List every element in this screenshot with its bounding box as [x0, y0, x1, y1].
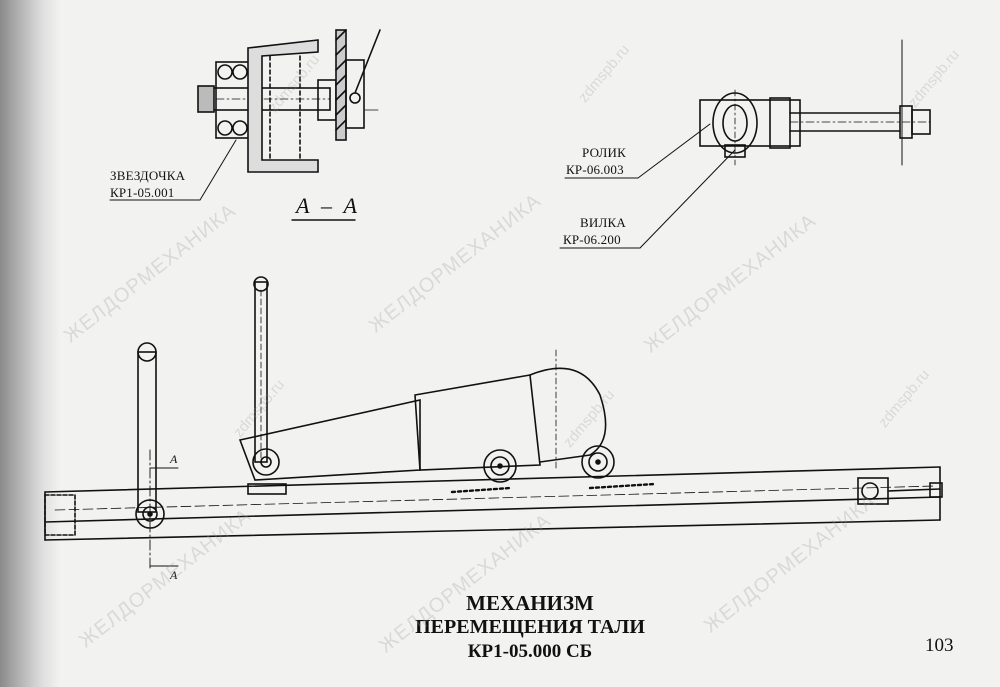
main-mechanism — [44, 276, 943, 571]
section-a-a-detail — [197, 29, 381, 173]
roller-fork-detail — [699, 39, 931, 166]
section-mark-bottom: А — [170, 568, 178, 582]
roller-code: КР-06.003 — [566, 162, 624, 177]
page-gutter-shadow — [0, 0, 60, 687]
roller-label: РОЛИК — [582, 145, 627, 160]
fork-code: КР-06.200 — [563, 232, 621, 247]
fork-label: ВИЛКА — [580, 215, 626, 230]
sprocket-label: ЗВЕЗДОЧКА — [110, 168, 186, 183]
drawing-title-line-3: КР1-05.000 СБ — [467, 641, 593, 662]
sprocket-code: КР1-05.001 — [110, 185, 175, 200]
drawing-title-line-2: ПЕРЕМЕЩЕНИЯ ТАЛИ — [415, 616, 645, 638]
section-view-label: А – А — [296, 193, 360, 218]
page-number: 103 — [925, 635, 954, 656]
section-mark-top: А — [170, 452, 178, 466]
drawing-title-line-1: МЕХАНИЗМ — [466, 591, 594, 615]
